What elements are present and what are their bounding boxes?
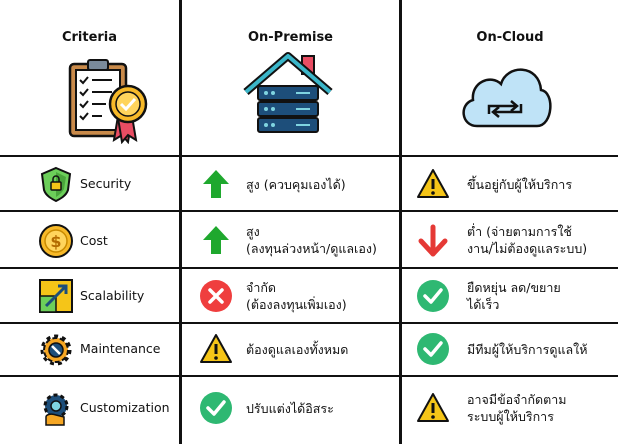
cloud-text: ขึ้นอยู่กับผู้ให้บริการ [467,177,573,192]
criterion-row-customization: Customization [0,377,181,444]
cloud-cell-cost: ต่ำ (จ่ายตามการใช้ งาน/ไม่ต้องดูแลระบบ) [402,212,618,267]
criterion-row-cost: $ Cost [0,212,181,267]
premise-text: จำกัด (ต้องลงทุนเพิ่มเอง) [246,280,347,312]
gear-hand-icon [43,393,69,426]
cloud-cell-maintenance: มีทีมผู้ให้บริการดูแลให้ [402,324,618,375]
row-divider [0,155,618,157]
up-arrow-icon [203,226,229,254]
cloud-cell-customization: อาจมีข้อจำกัดตาม ระบบผู้ให้บริการ [402,377,618,444]
criterion-row-scalability: Scalability [0,269,181,322]
criterion-label: Maintenance [80,341,161,356]
warning-icon [417,393,449,422]
cloud-sync-icon [462,68,552,128]
premise-text: สูง (ลงทุนล่วงหน้า/ดูแลเอง) [246,224,377,256]
row-divider [0,267,618,269]
warning-icon [200,334,232,363]
clipboard-award-icon [68,59,148,144]
column-divider [179,0,182,444]
criterion-label: Security [80,176,132,191]
check-icon [417,280,449,312]
premise-text: ปรับแต่งได้อิสระ [246,401,334,416]
cloud-text: อาจมีข้อจำกัดตาม ระบบผู้ให้บริการ [467,392,567,424]
up-arrow-icon [203,170,229,198]
svg-text:$: $ [50,232,61,251]
premise-cell-maintenance: ต้องดูแลเองทั้งหมด [182,324,399,375]
check-icon [200,392,232,424]
criterion-label: Cost [80,233,108,248]
premise-text: ต้องดูแลเองทั้งหมด [246,342,349,357]
warning-icon [417,169,449,198]
criterion-label: Customization [80,400,170,415]
premise-cell-cost: สูง (ลงทุนล่วงหน้า/ดูแลเอง) [182,212,399,267]
cross-icon [200,280,232,312]
cloud-cell-security: ขึ้นอยู่กับผู้ให้บริการ [402,157,618,210]
cloud-text: มีทีมผู้ให้บริการดูแลให้ [467,342,588,357]
coin-icon: $ [39,224,73,258]
row-divider [0,322,618,324]
premise-cell-customization: ปรับแต่งได้อิสระ [182,377,399,444]
criterion-row-maintenance: Maintenance [0,324,181,375]
shield-icon [40,166,72,202]
header-criteria: Criteria [61,30,118,45]
cloud-text: ยืดหยุ่น ลด/ขยาย ได้เร็ว [467,280,561,312]
criterion-label: Scalability [80,288,145,303]
scale-icon [39,279,73,313]
column-divider [399,0,402,444]
gear-wrench-icon [40,334,72,366]
premise-cell-security: สูง (ควบคุมเองได้) [182,157,399,210]
house-server-icon [243,52,333,133]
row-divider [0,210,618,212]
cloud-cell-scalability: ยืดหยุ่น ลด/ขยาย ได้เร็ว [402,269,618,322]
check-icon [417,333,449,365]
premise-cell-scalability: จำกัด (ต้องลงทุนเพิ่มเอง) [182,269,399,322]
header-on-premise: On-Premise [247,30,333,45]
header-on-cloud: On-Cloud [476,30,544,45]
row-divider [0,375,618,377]
criterion-row-security: Security [0,157,181,210]
down-arrow-icon [418,224,448,257]
premise-text: สูง (ควบคุมเองได้) [246,177,346,192]
cloud-text: ต่ำ (จ่ายตามการใช้ งาน/ไม่ต้องดูแลระบบ) [467,224,588,256]
